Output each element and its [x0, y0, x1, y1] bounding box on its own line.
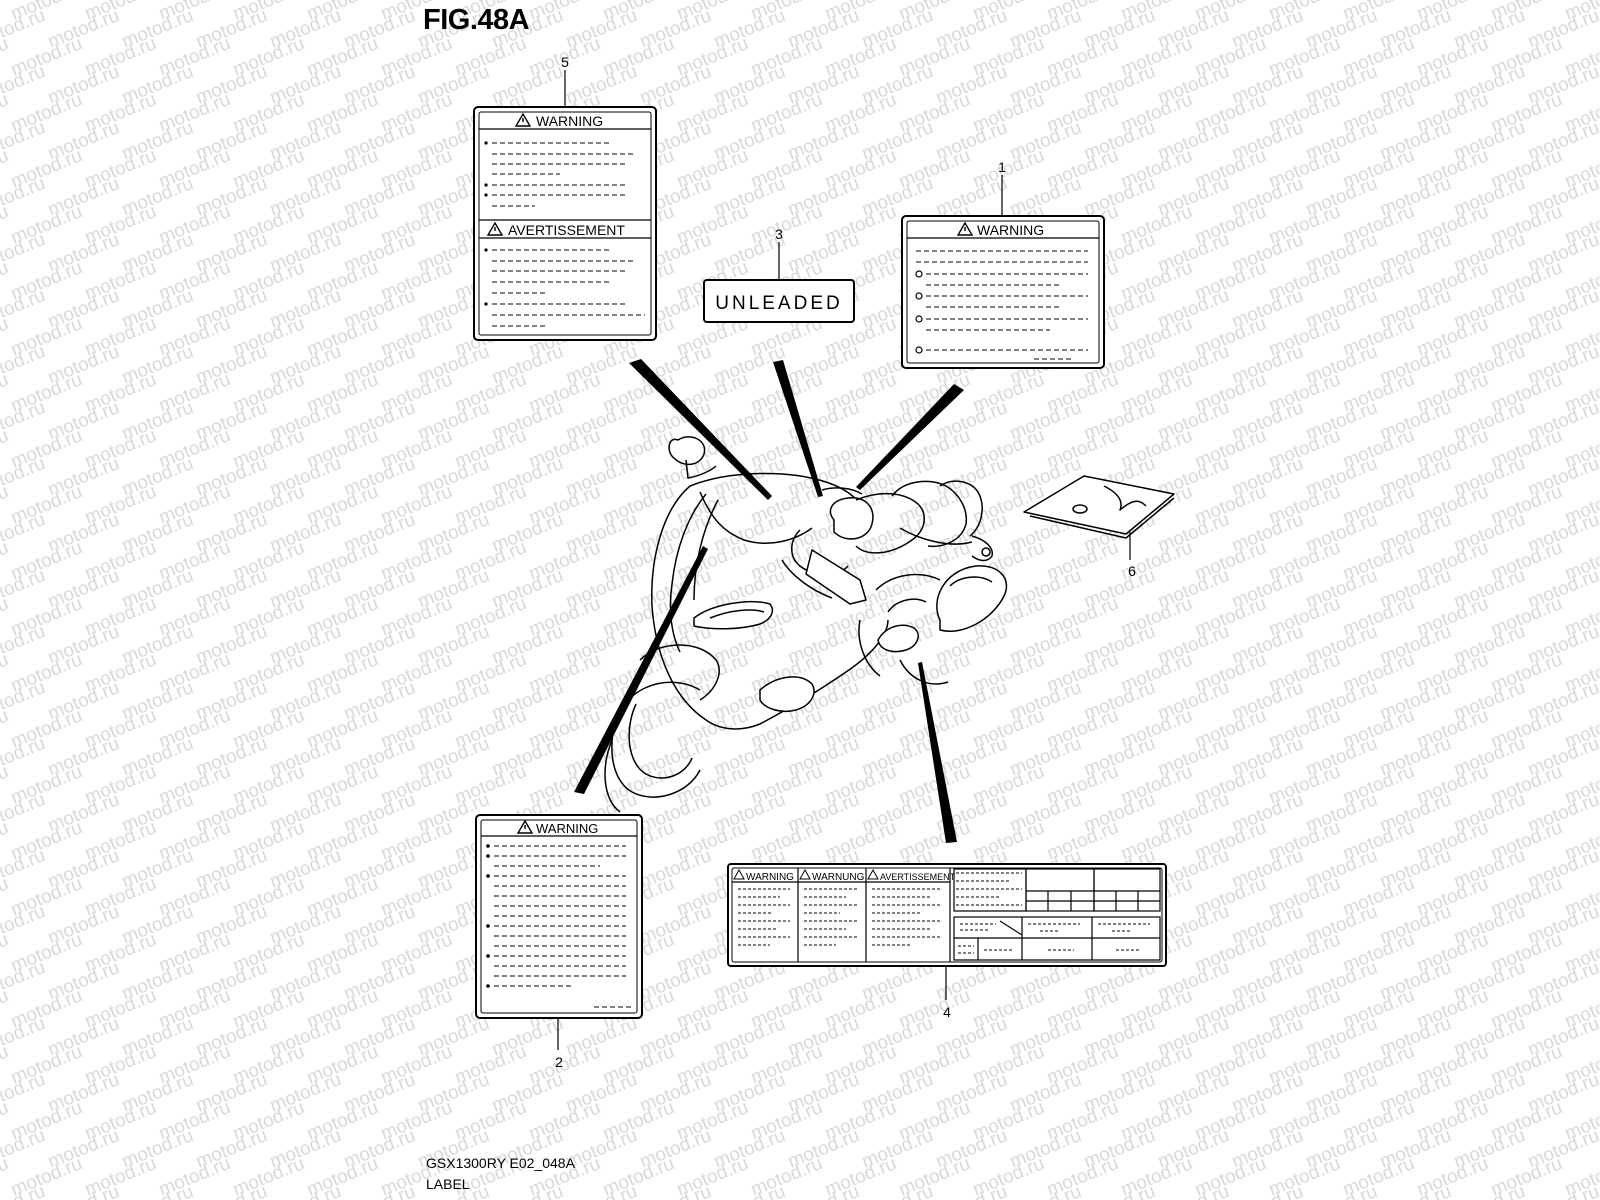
- figure-code: GSX1300RY E02_048A: [426, 1155, 575, 1171]
- label-5-header-top: WARNING: [536, 113, 603, 129]
- callout-leaders: [557, 70, 1131, 1050]
- label-3[interactable]: UNLEADED: [703, 279, 855, 323]
- callout-4: 4: [943, 1004, 951, 1020]
- callout-3: 3: [775, 226, 783, 242]
- warning-triangle-icon: [867, 868, 879, 880]
- label-5-header-bottom: AVERTISSEMENT: [508, 222, 625, 238]
- label-2[interactable]: WARNING: [475, 814, 643, 1019]
- figure-name: LABEL: [426, 1176, 470, 1192]
- label-6[interactable]: [1023, 475, 1175, 539]
- warning-triangle-icon: [733, 868, 745, 880]
- callout-1: 1: [998, 159, 1006, 175]
- label-1[interactable]: WARNING: [901, 215, 1105, 369]
- warning-triangle-icon: [516, 819, 534, 834]
- label-4-header-1: WARNING: [746, 872, 794, 883]
- warning-triangle-icon: [514, 112, 532, 127]
- callout-5: 5: [561, 54, 569, 70]
- warning-triangle-icon: [486, 221, 504, 236]
- label-2-header: WARNING: [536, 821, 598, 836]
- label-4-header-2: WARNUNG: [812, 872, 865, 883]
- label-4-header-3: AVERTISSEMENT: [880, 872, 956, 882]
- label-3-text: UNLEADED: [715, 293, 842, 314]
- leader-lines: [574, 359, 964, 843]
- warning-triangle-icon: [799, 868, 811, 880]
- callout-6: 6: [1128, 563, 1136, 579]
- motorcycle-illustration: [604, 436, 1008, 813]
- label-5[interactable]: WARNING AVERTISSEMENT: [473, 106, 657, 341]
- callout-2: 2: [555, 1054, 563, 1070]
- figure-title: FIG.48A: [423, 4, 530, 36]
- warning-triangle-icon: [956, 221, 974, 236]
- label-1-header: WARNING: [977, 222, 1044, 238]
- label-4[interactable]: WARNING WARNUNG AVERTISSEMENT: [727, 863, 1167, 967]
